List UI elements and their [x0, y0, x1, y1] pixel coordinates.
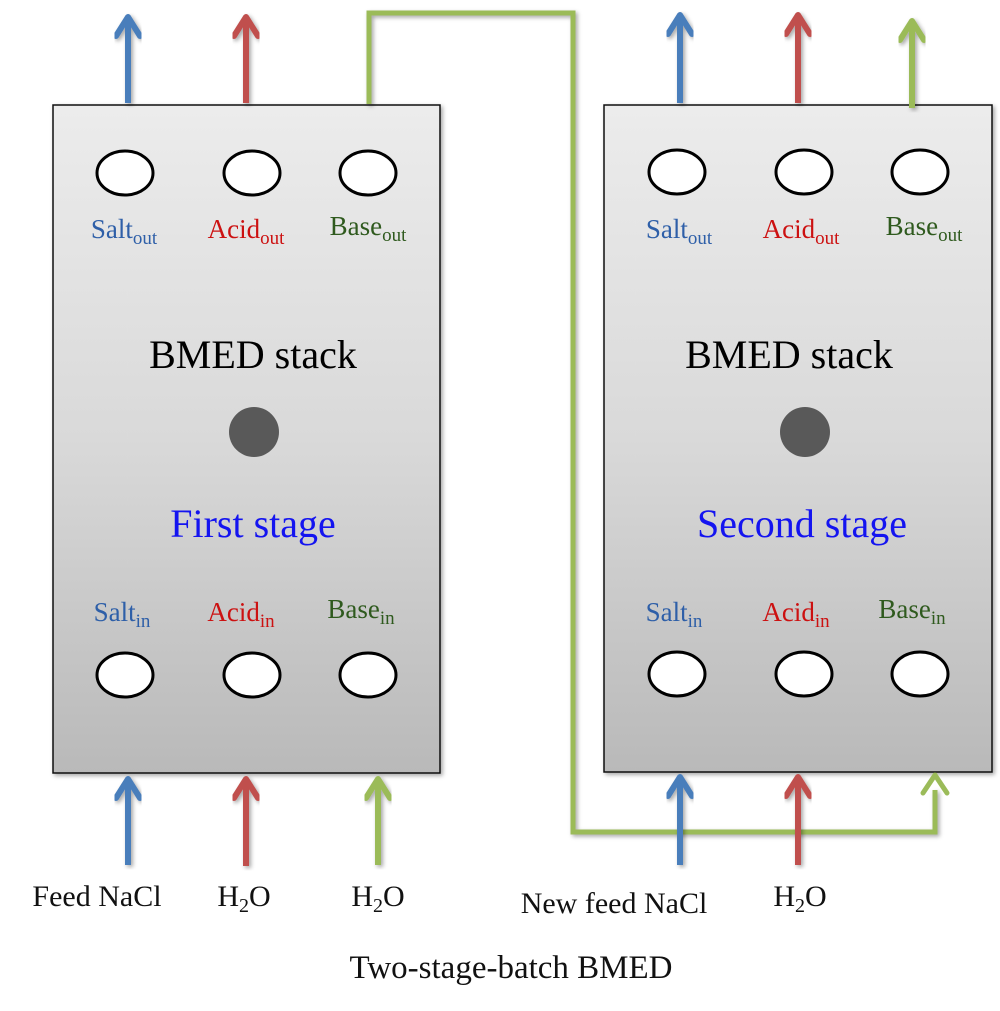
diagram-caption: Two-stage-batch BMED — [349, 950, 672, 986]
stage-2-feed-salt-label: New feed NaCl — [521, 887, 708, 920]
flow-arrows — [113, 12, 927, 866]
base-transfer-arrowhead — [920, 772, 950, 796]
stage-1-salt-out-label: Saltout — [91, 214, 158, 249]
stage-1-base-out-label: Baseout — [330, 211, 407, 246]
base-transfer-line — [366, 10, 938, 835]
stage-2-center-dot — [780, 407, 830, 457]
stage-2-base-in-port — [890, 650, 950, 698]
stage-2-salt-in-label: Saltin — [646, 597, 703, 632]
stage-2-base-out-port — [890, 148, 950, 196]
stage-2-stack-title: BMED stack — [685, 332, 893, 377]
stage-1-salt-out-port — [95, 149, 155, 197]
stage-2-feed-acid-label: H2O — [773, 880, 826, 917]
stage-1-salt-in-port — [95, 651, 155, 699]
stage-1-acid-out-arrow — [231, 14, 261, 103]
stage-2-acid-out-label: Acidout — [763, 214, 840, 249]
stage-2-acid-out-port — [774, 148, 834, 196]
stage-1-base-in-label: Basein — [327, 594, 395, 629]
stage-1-acid-out-label: Acidout — [208, 214, 285, 249]
stage-1-base-out-port — [338, 149, 398, 197]
stage-2-salt-in-port — [647, 650, 707, 698]
stage-1-feed-base-label: H2O — [351, 880, 404, 917]
stage-1-salt-in-label: Saltin — [94, 597, 151, 632]
stage-1-acid-in-label: Acidin — [207, 597, 275, 632]
stage-1-salt-out-arrow — [113, 14, 143, 103]
stage-1-base-in-port — [338, 651, 398, 699]
stage-2-salt-out-label: Saltout — [646, 214, 713, 249]
stage-2-base-out-label: Baseout — [886, 211, 963, 246]
stage-1-feed-salt-label: Feed NaCl — [32, 880, 161, 913]
stage-1-center-dot — [229, 407, 279, 457]
stage-2-salt-in-arrow — [665, 774, 695, 865]
stage-1-acid-out-port — [222, 149, 282, 197]
stage-1-stack-title: BMED stack — [149, 332, 357, 377]
stage-2-acid-in-label: Acidin — [762, 597, 830, 632]
stage-2-acid-out-arrow — [783, 12, 813, 103]
stage-2-acid-in-arrow — [783, 774, 813, 865]
stage-2-acid-in-port — [774, 650, 834, 698]
stage-1-salt-in-arrow — [113, 776, 143, 865]
stage-2-salt-out-port — [647, 148, 707, 196]
stage-2: Saltout Acidout Baseout BMED stack Secon… — [603, 104, 993, 773]
stage-1: Saltout Acidout Baseout BMED stack First… — [52, 104, 441, 774]
stage-2-base-out-arrow — [897, 18, 927, 108]
stage-2-base-in-label: Basein — [878, 594, 946, 629]
stage-1-subtitle: First stage — [170, 501, 336, 546]
stage-2-salt-out-arrow — [665, 12, 695, 103]
stage-2-subtitle: Second stage — [697, 501, 907, 546]
stage-1-acid-in-arrow — [231, 776, 261, 866]
stage-1-base-in-arrow — [363, 776, 393, 865]
stage-1-feed-acid-label: H2O — [217, 880, 270, 917]
stage-1-acid-in-port — [222, 651, 282, 699]
